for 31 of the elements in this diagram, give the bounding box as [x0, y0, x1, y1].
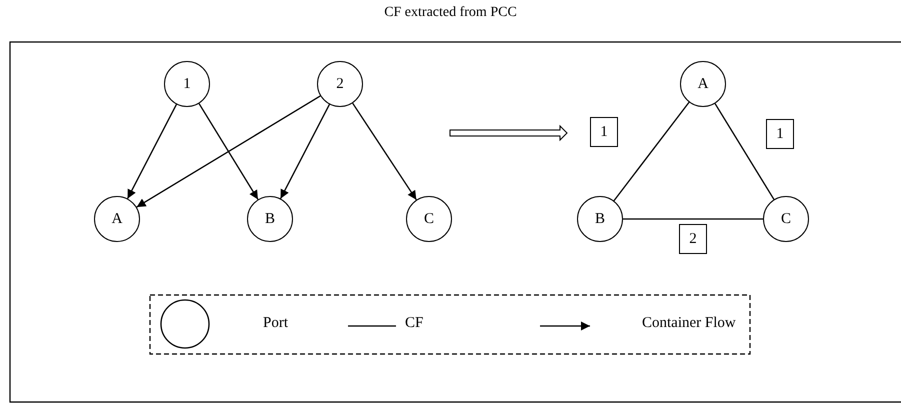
port-circle: [94, 196, 140, 242]
legend-label: CF: [405, 315, 424, 332]
port-circle: [164, 61, 210, 107]
port-circle: [317, 61, 363, 107]
port-circle: [406, 196, 452, 242]
edge-label: 1: [766, 119, 794, 149]
arrow: [352, 102, 417, 200]
port-circle: [680, 61, 726, 107]
port-circle: [763, 196, 809, 242]
connector-line: [714, 103, 774, 200]
port-circle: [247, 196, 293, 242]
connector-line: [613, 102, 690, 202]
node-label: B: [264, 210, 275, 228]
arrow: [127, 104, 177, 199]
legend-label: Container Flow: [642, 315, 736, 332]
node-label: C: [424, 210, 434, 228]
arrow: [280, 104, 330, 199]
node-label: C: [780, 210, 791, 228]
arrow: [198, 103, 258, 200]
node-label: B: [594, 210, 605, 228]
node-label: A: [698, 76, 708, 92]
node-label: 2: [336, 76, 344, 92]
edge-label: 1: [590, 117, 618, 147]
port-circle: [577, 196, 623, 242]
title: CF extracted from PCC: [383, 5, 518, 21]
node-label: A: [112, 210, 122, 228]
legend-label: Port: [263, 315, 288, 332]
edge-label: 2: [679, 224, 707, 254]
arrow: [136, 95, 321, 208]
node-label: 1: [183, 76, 191, 92]
connector-line: [623, 218, 763, 220]
